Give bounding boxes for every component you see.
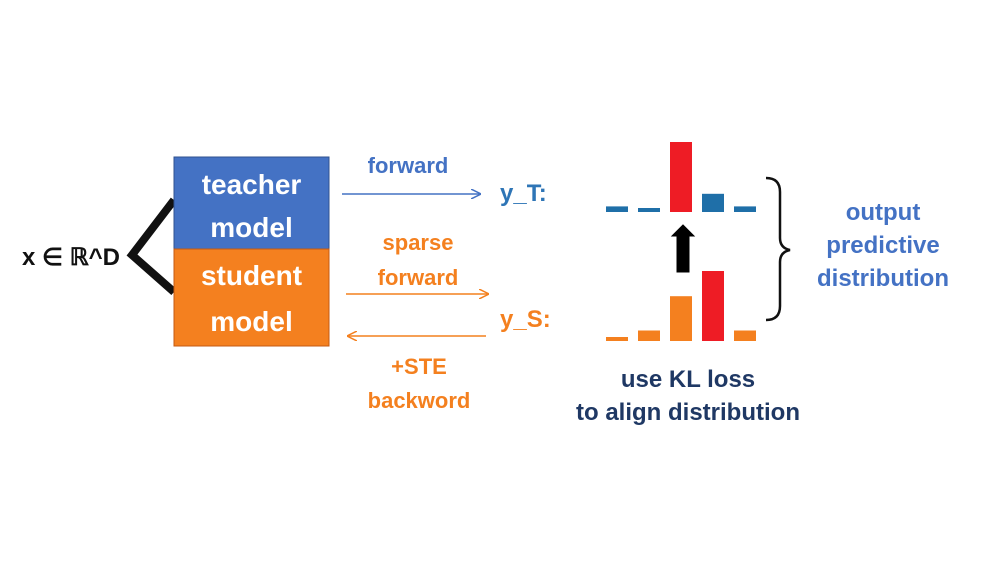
teacher-distribution-bar-2 xyxy=(638,208,660,212)
student-distribution-bar-5 xyxy=(734,330,756,341)
output-distribution-label-line3: distribution xyxy=(817,265,949,292)
kl-caption-line2: to align distribution xyxy=(576,399,800,426)
ste-backward-label-line2: backword xyxy=(368,388,471,413)
teacher-distribution-bar-1 xyxy=(606,206,628,212)
input-branch-connector xyxy=(126,197,178,296)
kl-caption-line1: use KL loss xyxy=(621,366,755,393)
sparse-forward-label-line2: forward xyxy=(378,265,459,290)
teacher-distribution-bar-3 xyxy=(670,142,692,212)
bracket-icon xyxy=(765,176,791,322)
student-model-fill xyxy=(173,248,330,347)
student-distribution-bar-1 xyxy=(606,337,628,341)
teacher-model-box: teacher model xyxy=(173,156,330,250)
student-distribution-bar-3 xyxy=(670,296,692,341)
input-label: x ∈ ℝ^D xyxy=(22,244,120,271)
sparse-forward-label-line1: sparse xyxy=(383,230,454,255)
teacher-distribution-bar-4 xyxy=(702,193,724,212)
teacher-model-label-line2: model xyxy=(210,212,292,243)
ste-backward-label-line1: +STE xyxy=(391,354,447,379)
output-distribution-label-line1: output xyxy=(846,199,921,226)
teacher-model-fill xyxy=(173,156,330,250)
teacher-distribution xyxy=(606,142,756,212)
student-distribution-bar-4 xyxy=(702,271,724,341)
student-model-box: student model xyxy=(173,248,330,347)
teacher-model-label-line1: teacher xyxy=(202,169,302,200)
student-model-label-line1: student xyxy=(201,260,302,291)
student-distribution-bar-2 xyxy=(638,330,660,341)
teacher-output-label: y_T: xyxy=(500,180,547,207)
student-distribution xyxy=(606,271,756,341)
forward-label: forward xyxy=(368,153,449,178)
student-output-label: y_S: xyxy=(500,306,551,333)
teacher-distribution-bar-5 xyxy=(734,206,756,212)
up-arrow-icon xyxy=(670,224,696,273)
output-distribution-label-line2: predictive xyxy=(826,232,939,259)
student-model-label-line2: model xyxy=(210,306,292,337)
